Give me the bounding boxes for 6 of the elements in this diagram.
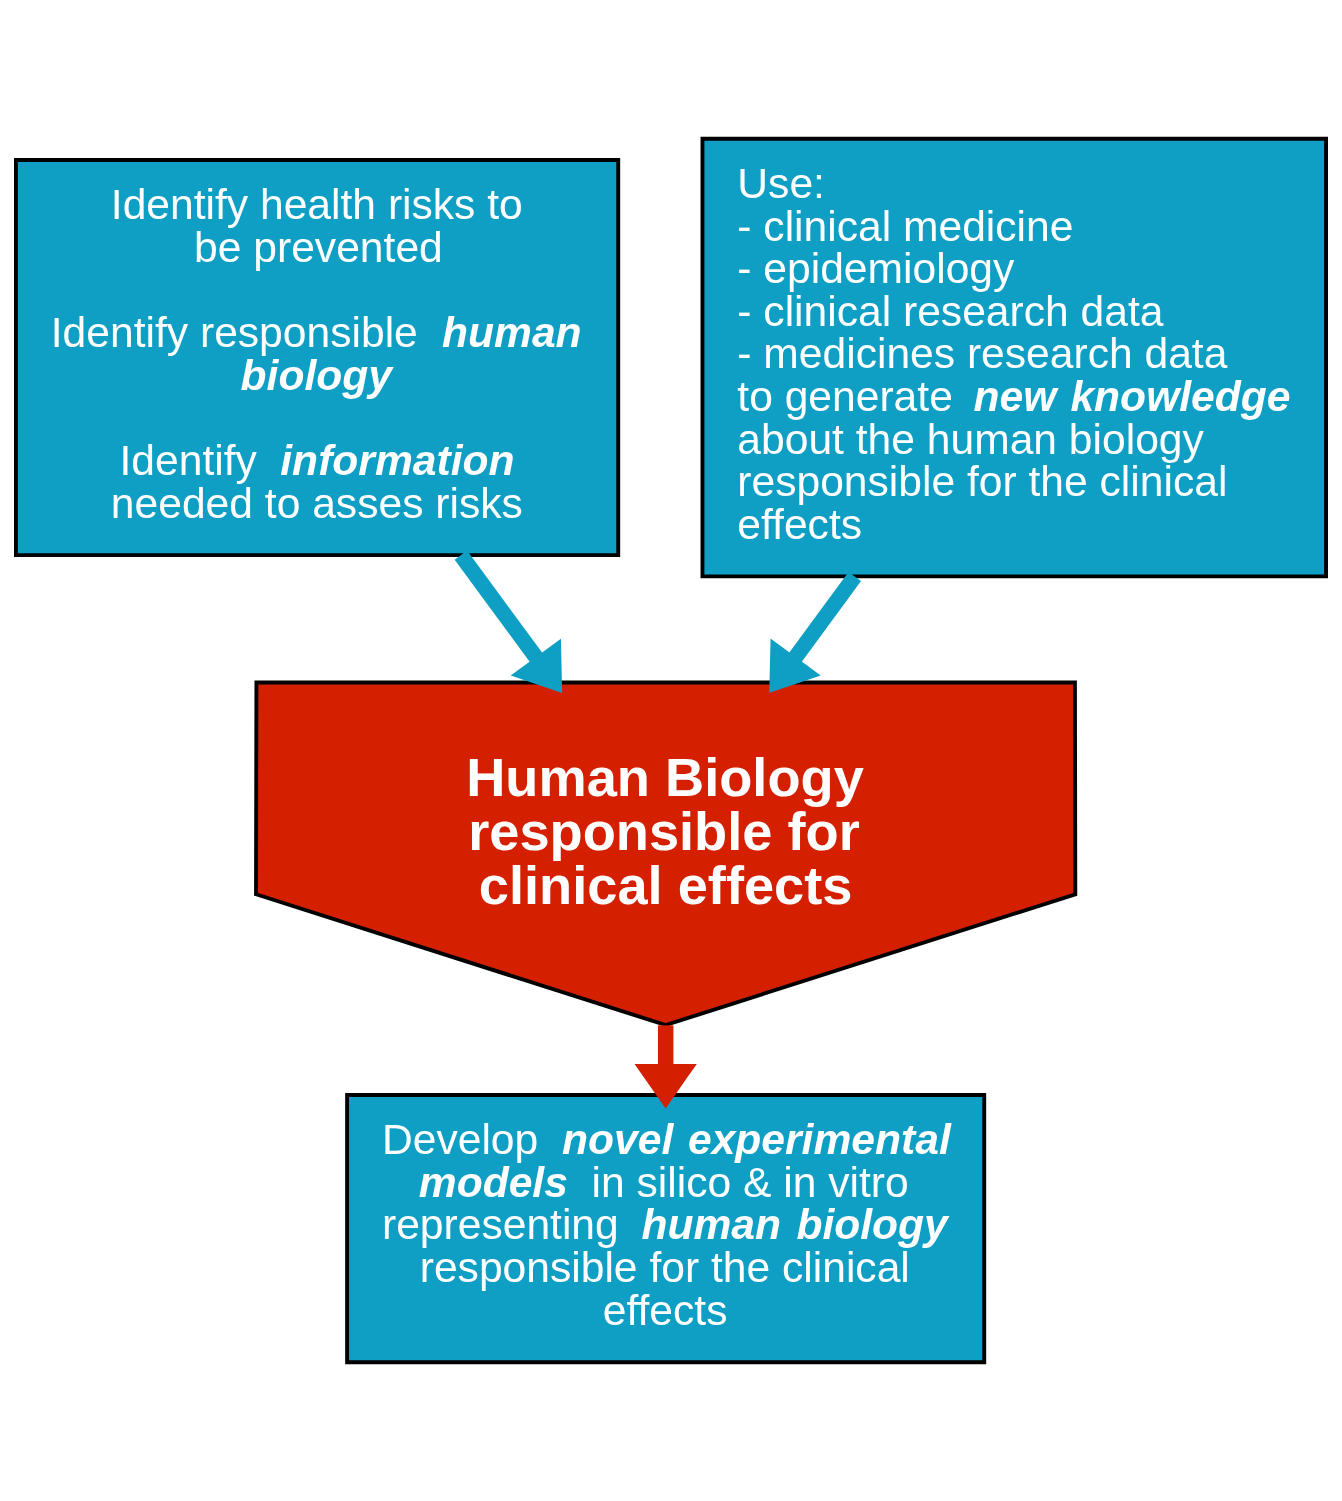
arrow: [454, 550, 563, 693]
arrow: [769, 571, 861, 693]
arrow: [634, 1025, 697, 1109]
node-box: Identify health risks to be prevented Identify responsible human biology Identify information needed to asses risks: [14, 158, 621, 558]
node-box: Develop novel experimental models in silico & in vitro representing human biology responsible for the clinical effects: [345, 1093, 987, 1365]
node-box: Use: - clinical medicine - epidemiology - clinical research data - medicines research data to generate new knowledge about the human biology responsible for the clinical effects: [700, 136, 1328, 579]
